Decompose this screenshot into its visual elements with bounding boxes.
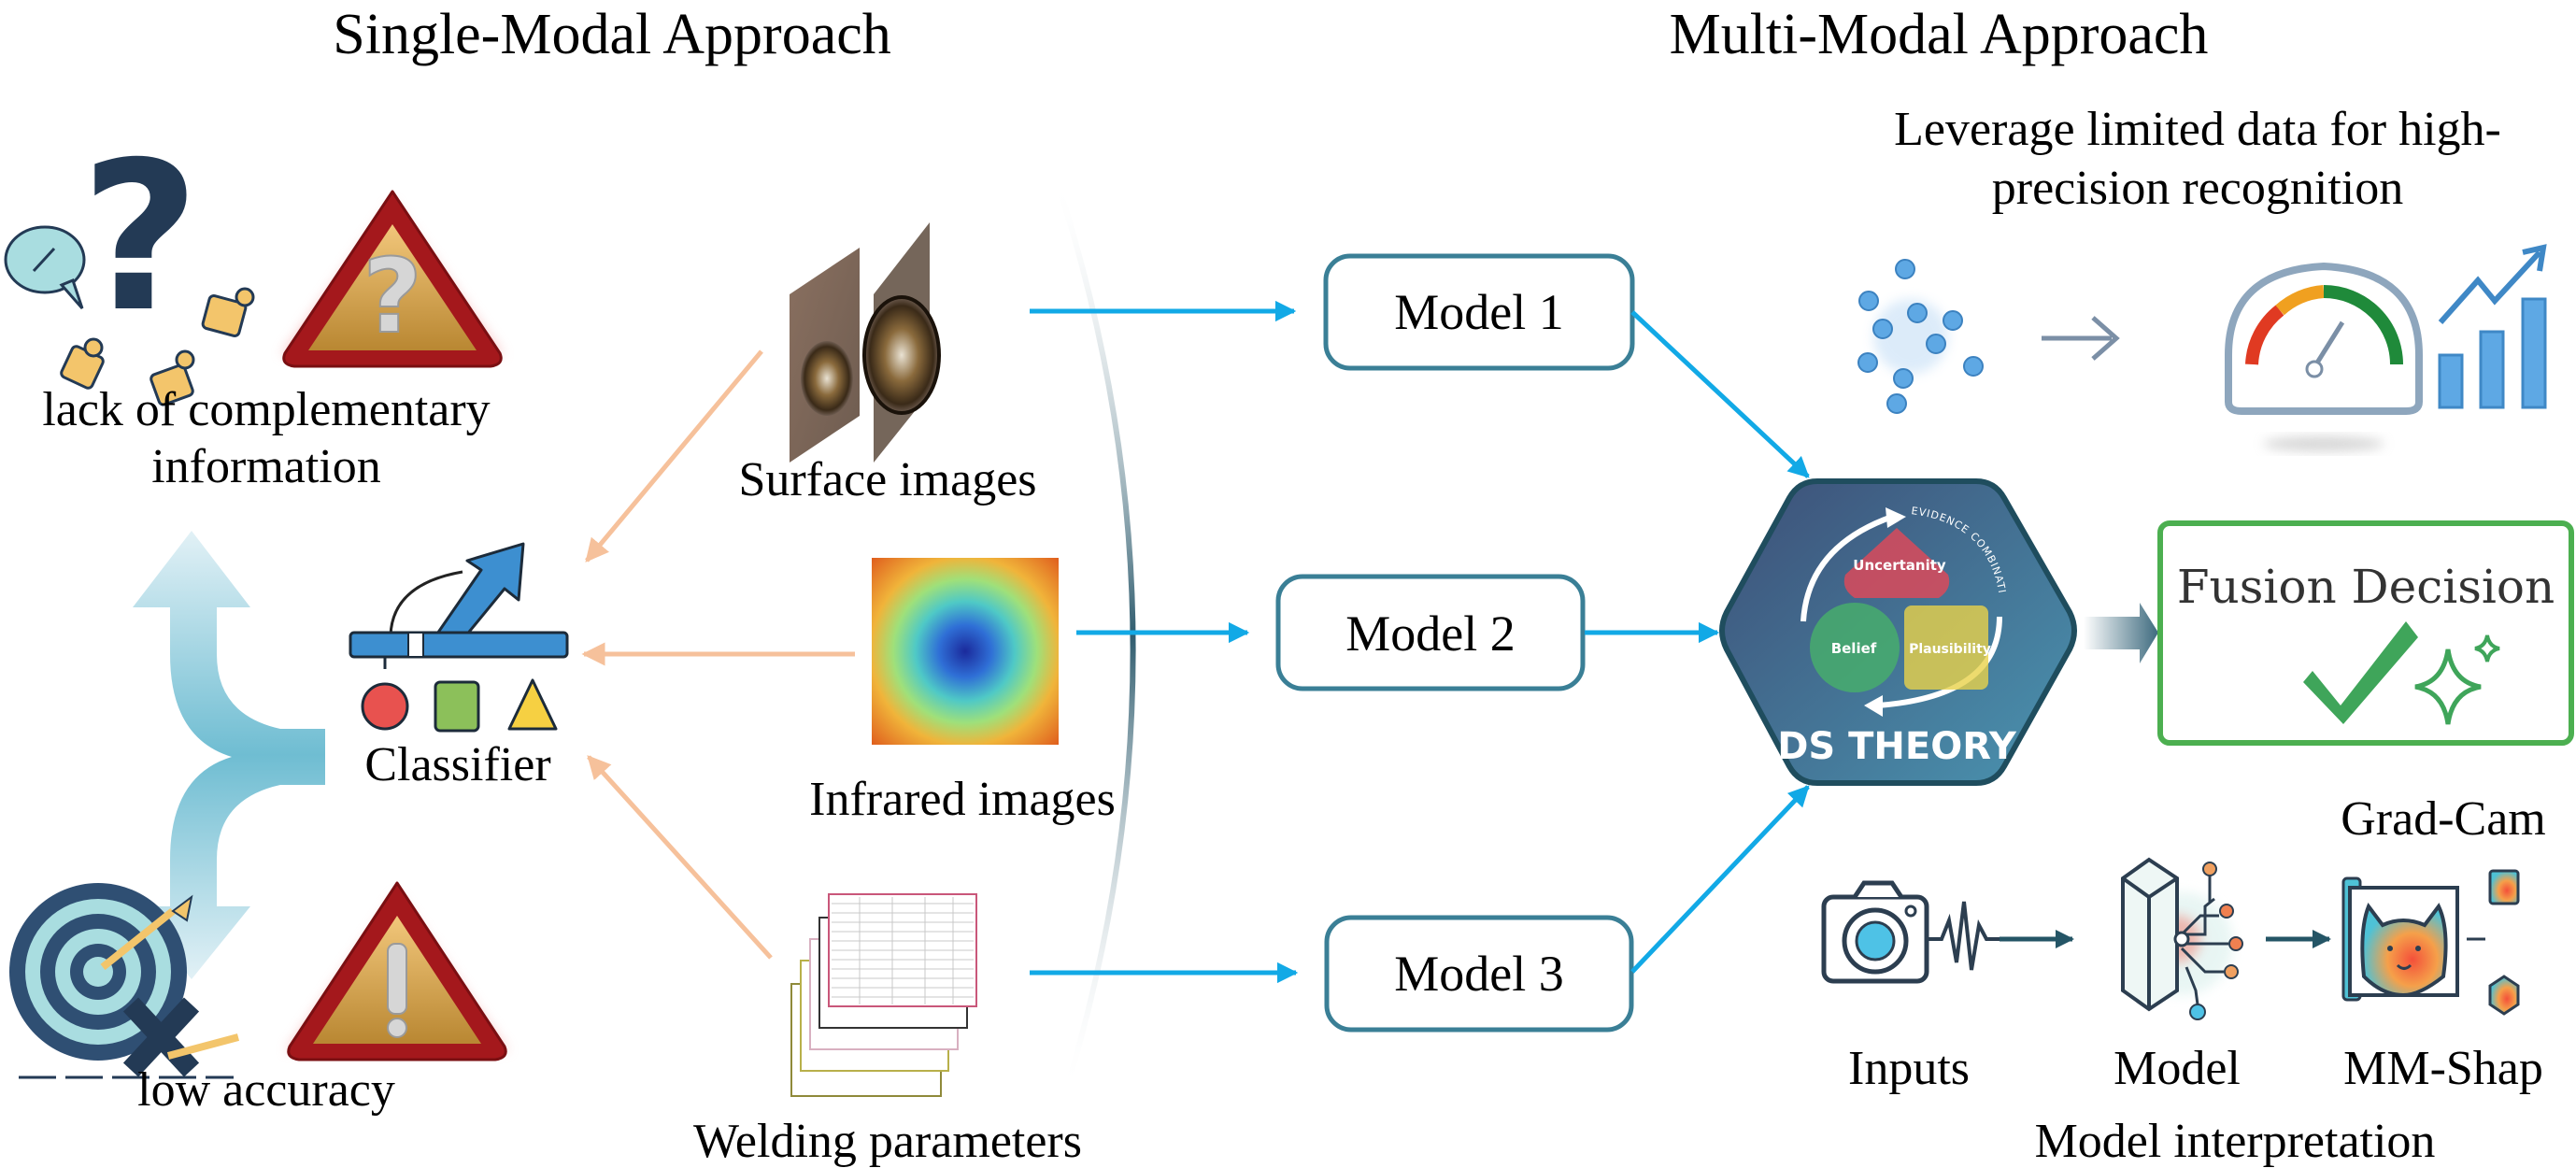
fork-arrow-icon bbox=[133, 531, 325, 979]
fusion-decision-label: Fusion Decision bbox=[2177, 560, 2555, 614]
growth-chart-icon bbox=[2438, 244, 2547, 409]
model-2-label: Model 2 bbox=[1345, 605, 1516, 662]
params-to-classifier-arrow bbox=[587, 755, 773, 960]
belief-shape bbox=[1810, 603, 1900, 692]
speech-bubble-icon bbox=[4, 225, 86, 309]
uncertainty-label: Uncertanity bbox=[1853, 557, 1946, 574]
cat-face-icon bbox=[2360, 902, 2448, 998]
class-triangle-icon bbox=[507, 678, 558, 731]
single-modal-title: Single-Modal Approach bbox=[333, 3, 891, 66]
uncertainty-shape bbox=[1843, 528, 1950, 598]
warning-exclamation-icon bbox=[285, 881, 509, 1061]
fusion-decision-box: Fusion Decision bbox=[2157, 520, 2574, 746]
signal-wave-icon bbox=[1927, 901, 2000, 971]
classifier-label: Classifier bbox=[364, 738, 550, 791]
model-1-label: Model 1 bbox=[1394, 284, 1564, 340]
warning-question-icon: ? bbox=[280, 190, 505, 368]
plausibility-shape bbox=[1904, 605, 1988, 690]
small-image-icon bbox=[2488, 869, 2520, 905]
gauge-icon bbox=[2225, 262, 2423, 451]
model-label: Model bbox=[2113, 1042, 2241, 1095]
grad-cam-label: Grad-Cam bbox=[2341, 792, 2545, 846]
model-interpretation-caption: Model interpretation bbox=[2035, 1115, 2436, 1168]
sparkle-small-icon bbox=[2474, 634, 2500, 662]
mm-shap-label: MM-Shap bbox=[2343, 1042, 2543, 1095]
classifier-icon bbox=[349, 542, 569, 733]
class-circle-icon bbox=[361, 682, 409, 731]
surface-images-icon bbox=[790, 222, 941, 463]
welding-parameters-label: Welding parameters bbox=[693, 1115, 1082, 1168]
model1-to-ds-arrow bbox=[1630, 310, 1810, 478]
explanation-heatmap-icon bbox=[2341, 869, 2520, 1016]
svg-text:?: ? bbox=[363, 236, 422, 356]
benefit-label-line1: Leverage limited data for high- bbox=[1894, 103, 2501, 156]
plausibility-label: Plausibility bbox=[1909, 642, 1991, 657]
model-3-box: Model 3 bbox=[1324, 915, 1634, 1033]
surface-images-label: Surface images bbox=[738, 453, 1036, 506]
surface-to-classifier-arrow bbox=[585, 349, 763, 563]
infrared-image-icon bbox=[872, 558, 1059, 745]
target-missed-icon bbox=[9, 883, 240, 1079]
multi-modal-title: Multi-Modal Approach bbox=[1670, 3, 2209, 66]
data-points-icon bbox=[1857, 259, 1984, 414]
benefit-arrow-head bbox=[2091, 316, 2120, 361]
class-square-icon bbox=[434, 680, 480, 733]
inputs-label: Inputs bbox=[1848, 1042, 1970, 1095]
camera-icon bbox=[1821, 880, 1929, 984]
small-cube-icon bbox=[2488, 975, 2520, 1016]
low-accuracy-label: low accuracy bbox=[137, 1063, 395, 1117]
sparkle-large-icon bbox=[2414, 648, 2482, 725]
ds-to-fusion-arrow bbox=[2084, 603, 2158, 663]
ds-theory-title: DS THEORY bbox=[1777, 725, 2017, 768]
low-accuracy-icons bbox=[9, 881, 509, 1079]
lack-info-label-line2: information bbox=[151, 440, 381, 493]
infrared-images-label: Infrared images bbox=[809, 773, 1116, 826]
lack-info-icons: ? ? bbox=[4, 118, 505, 406]
divider-arc bbox=[1053, 177, 1136, 1094]
model-network-icon bbox=[2121, 857, 2243, 1020]
cycle-arrow-top-icon bbox=[1800, 514, 1894, 622]
checkmark-icon bbox=[2303, 621, 2418, 724]
question-mark-icon: ? bbox=[80, 118, 200, 357]
model3-to-ds-arrow bbox=[1630, 785, 1810, 974]
welding-parameters-icon bbox=[790, 893, 977, 1097]
belief-label: Belief bbox=[1831, 640, 1877, 657]
model-3-label: Model 3 bbox=[1394, 946, 1564, 1002]
puzzle-pieces-icon bbox=[60, 287, 255, 406]
model-2-box: Model 2 bbox=[1275, 574, 1586, 691]
benefit-label-line2: precision recognition bbox=[1992, 162, 2403, 215]
model-1-box: Model 1 bbox=[1323, 253, 1635, 371]
lack-info-label-line1: lack of complementary bbox=[42, 383, 490, 436]
